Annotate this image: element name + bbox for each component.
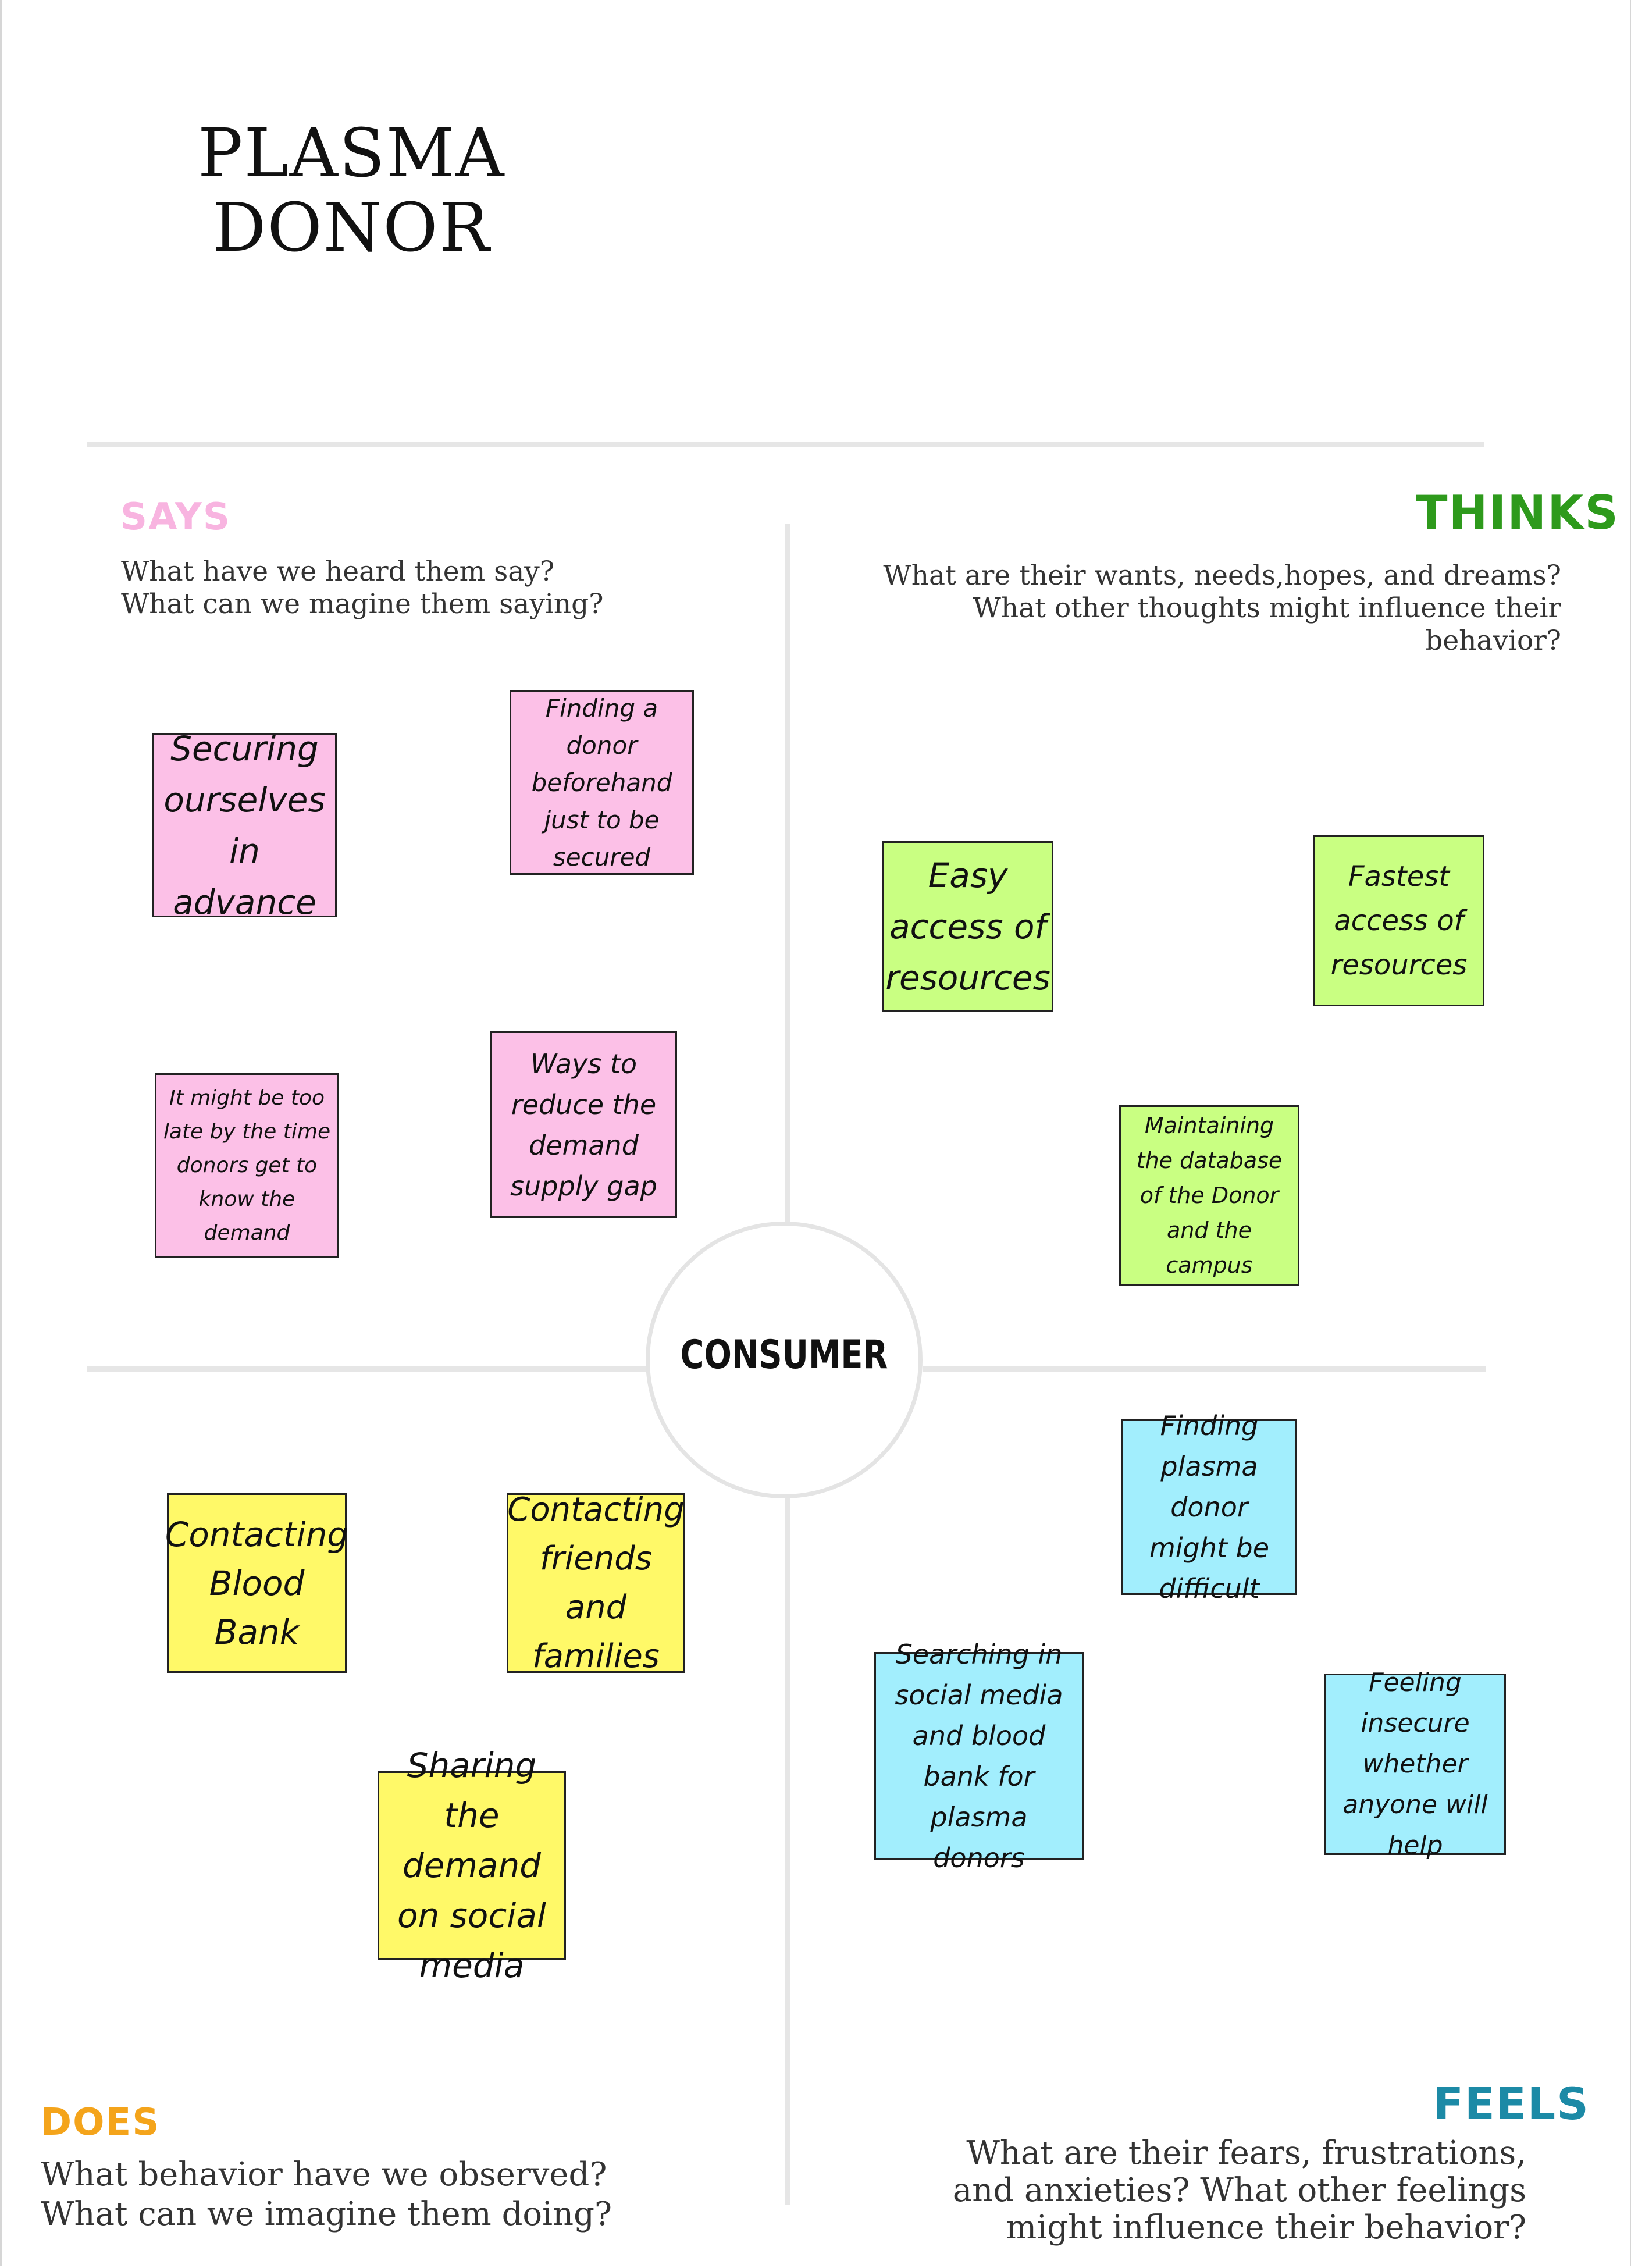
vertical-axis-bottom xyxy=(785,1496,790,2205)
feels-title: FEELS xyxy=(1433,2078,1590,2130)
does-prompt-line-2: What can we imagine them doing? xyxy=(41,2195,612,2233)
sticky-note[interactable]: Sharing the demand on social media xyxy=(378,1746,566,1985)
horizontal-axis-left xyxy=(87,1366,647,1372)
says-prompt: What have we heard them say? What can we… xyxy=(121,556,603,621)
thinks-title: THINKS xyxy=(1416,486,1619,540)
sticky-note[interactable]: Contacting Blood Bank xyxy=(165,1493,348,1673)
sticky-note[interactable]: Feeling insecure whether anyone will hel… xyxy=(1324,1668,1506,1860)
vertical-axis-top xyxy=(785,524,790,1224)
thinks-prompt-line-1: What are their wants, needs,hopes, and d… xyxy=(883,560,1561,592)
does-title: DOES xyxy=(41,2101,161,2144)
sticky-note[interactable]: Maintaining the database of the Donor an… xyxy=(1119,1105,1299,1286)
thinks-prompt-line-2: What other thoughts might influence thei… xyxy=(973,592,1561,624)
sticky-note[interactable]: Ways to reduce the demand supply gap xyxy=(490,1031,677,1218)
title-line-1: PLASMA xyxy=(198,115,505,193)
title-line-2: DONOR xyxy=(212,189,491,267)
center-label: CONSUMER xyxy=(680,1332,888,1378)
sticky-note[interactable]: Easy access of resources xyxy=(882,841,1053,1012)
feels-prompt-line-1: What are their fears, frustrations, xyxy=(966,2134,1526,2172)
sticky-note[interactable]: Searching in social media and blood bank… xyxy=(874,1639,1084,1874)
sticky-note[interactable]: Finding a donor beforehand just to be se… xyxy=(510,690,694,875)
thinks-prompt-line-3: behavior? xyxy=(1425,625,1561,657)
sticky-note[interactable]: Contacting friends and families xyxy=(507,1490,685,1675)
feels-prompt-line-2: and anxieties? What other feelings xyxy=(952,2171,1526,2209)
feels-prompt-line-3: might influence their behavior? xyxy=(1006,2209,1526,2246)
says-title: SAYS xyxy=(120,496,231,539)
page-title: PLASMA DONOR xyxy=(198,116,505,265)
center-circle xyxy=(646,1222,923,1498)
top-divider xyxy=(87,442,1484,447)
sticky-note[interactable]: Securing ourselves in advance xyxy=(152,729,337,922)
thinks-prompt: What are their wants, needs,hopes, and d… xyxy=(805,560,1561,657)
does-prompt: What behavior have we observed? What can… xyxy=(41,2155,612,2234)
says-prompt-line-1: What have we heard them say? xyxy=(121,556,554,588)
sticky-note[interactable]: Fastest access of resources xyxy=(1313,835,1484,1006)
says-prompt-line-2: What can we magine them saying? xyxy=(121,588,604,620)
horizontal-axis-right xyxy=(923,1366,1486,1372)
feels-prompt: What are their fears, frustrations, and … xyxy=(770,2135,1526,2246)
sticky-note[interactable]: It might be too late by the time donors … xyxy=(155,1073,339,1258)
sticky-note[interactable]: Finding plasma donor might be difficult xyxy=(1121,1410,1297,1604)
does-prompt-line-1: What behavior have we observed? xyxy=(41,2156,607,2194)
